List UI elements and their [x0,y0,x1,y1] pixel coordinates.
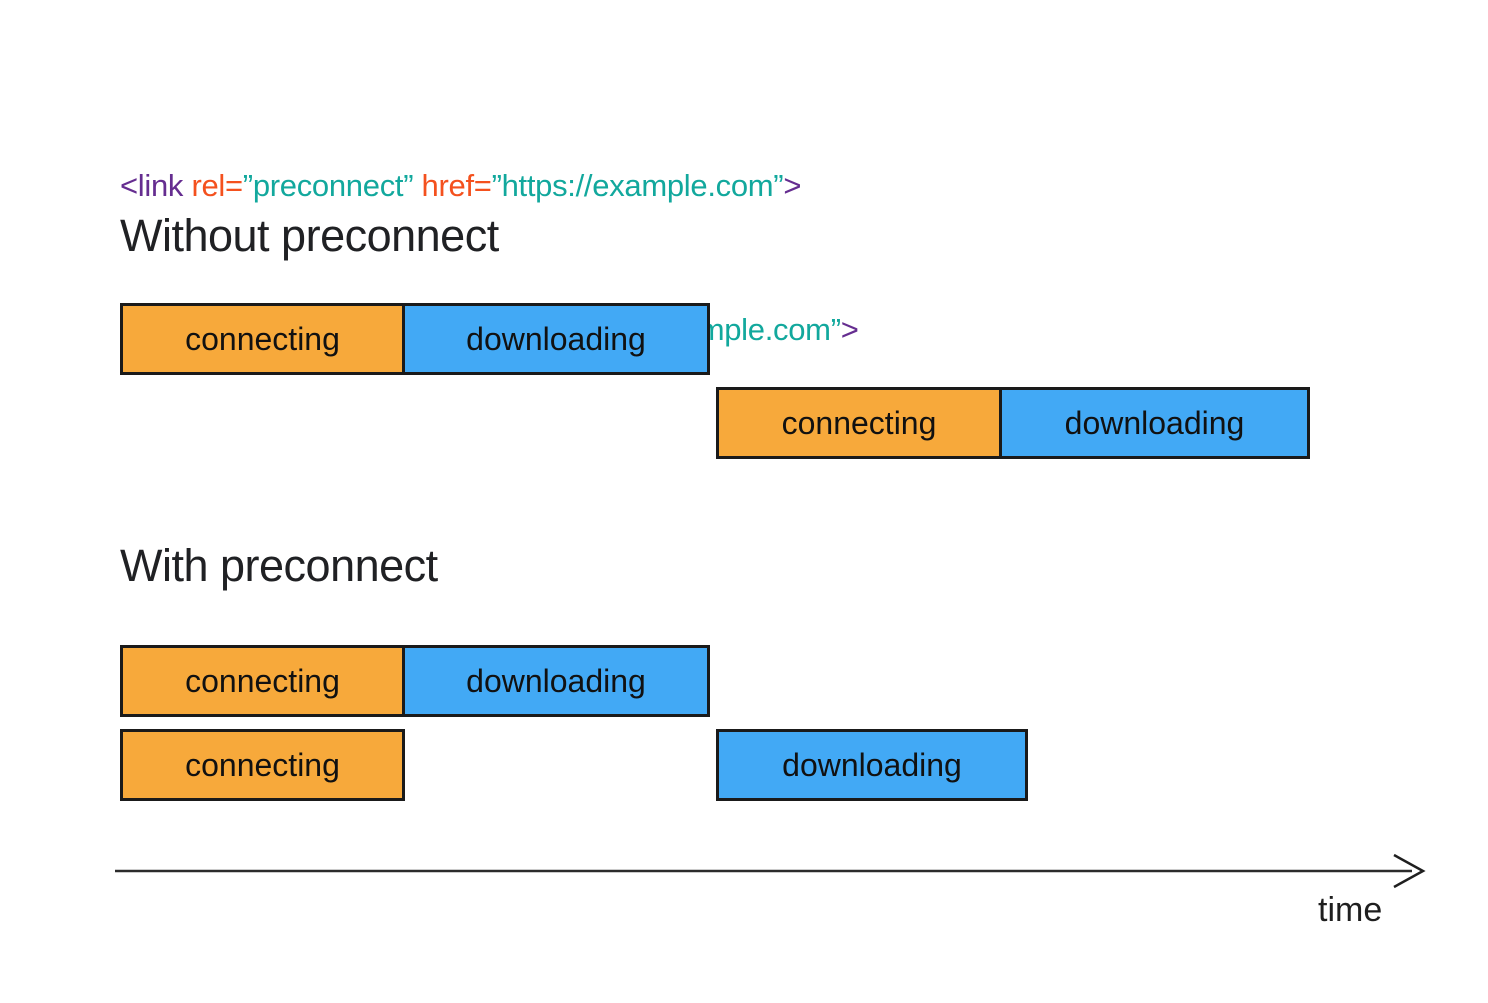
time-axis-arrow-icon [115,853,1426,889]
connecting-segment: connecting [716,387,1002,459]
segment-label: downloading [466,662,646,699]
timeline-bar-without-request2: connecting downloading [716,387,1310,459]
section-title-without-preconnect: Without preconnect [120,210,499,261]
code-token-link-tag: <link [120,168,192,203]
timeline-bar-with-request2-download: downloading [716,729,1028,801]
code-token-href-attr: href= [413,168,492,203]
downloading-segment: downloading [402,645,710,717]
code-token-href-value: ”https://example.com” [491,168,784,203]
code-token-rel-attr: rel= [191,168,243,203]
section-title-with-preconnect: With preconnect [120,540,438,591]
code-line-1: <link rel=”preconnect” href=”https://exa… [120,162,859,210]
segment-label: connecting [781,404,937,441]
timeline-bar-without-request1: connecting downloading [120,303,710,375]
connecting-segment: connecting [120,303,405,375]
code-token-close-bracket: > [840,312,859,347]
code-token-close-bracket: > [783,168,802,203]
segment-label: downloading [466,320,646,357]
segment-label: downloading [1064,404,1245,441]
segment-label: connecting [185,320,340,357]
downloading-segment: downloading [716,729,1028,801]
segment-label: downloading [782,746,962,783]
timeline-bar-with-request2-connect: connecting [120,729,405,801]
time-axis-label: time [1318,891,1383,929]
downloading-segment: downloading [999,387,1310,459]
connecting-segment: connecting [120,729,405,801]
segment-label: connecting [185,662,340,699]
timeline-bar-with-request1: connecting downloading [120,645,710,717]
segment-label: connecting [185,746,340,783]
code-token-rel-value: ”preconnect” [242,168,414,203]
downloading-segment: downloading [402,303,710,375]
connecting-segment: connecting [120,645,405,717]
